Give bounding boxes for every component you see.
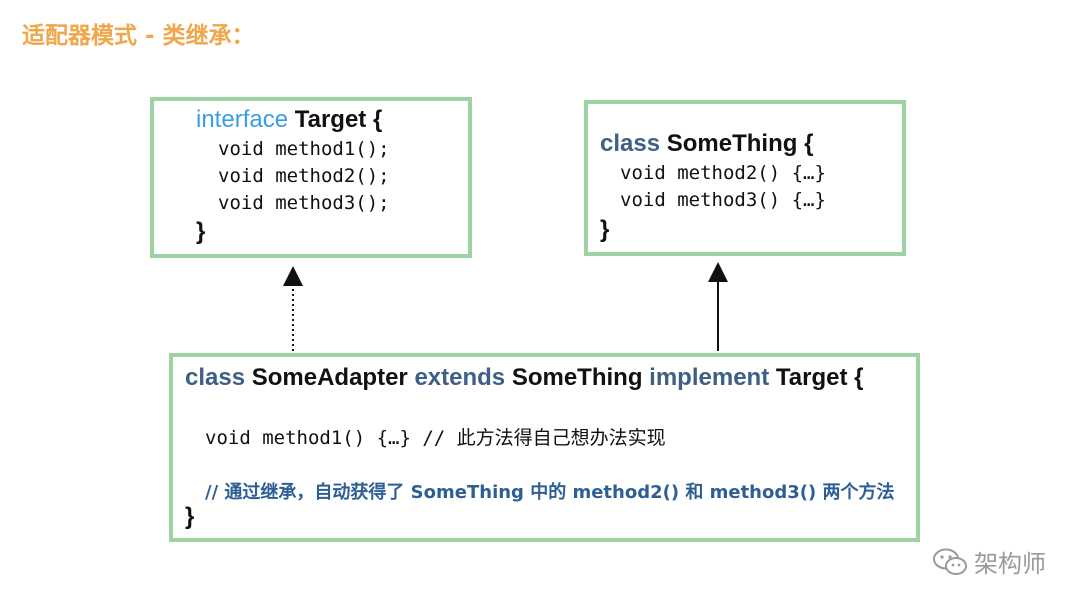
- adapter-method-1-code: void method1() {…} //: [205, 427, 457, 449]
- adapter-class-box: class SomeAdapter extends SomeThing impl…: [169, 353, 920, 542]
- adapter-declaration: class SomeAdapter extends SomeThing impl…: [185, 364, 863, 392]
- interface-keyword: interface: [196, 106, 289, 133]
- adapter-interface: Target {: [775, 364, 864, 391]
- target-method-1: void method1();: [218, 138, 390, 160]
- adapter-method-1-comment: 此方法得自己想办法实现: [456, 427, 666, 449]
- inherit-comment: // 通过继承，自动获得了 SomeThing 中的 method2() 和 m…: [205, 482, 895, 503]
- something-method-2: void method2() {…}: [620, 162, 826, 184]
- target-interface-box: interface Target { void method1(); void …: [150, 97, 472, 258]
- something-close-brace: }: [600, 216, 610, 243]
- adapter-name: SomeAdapter: [251, 364, 408, 391]
- target-close-brace: }: [196, 218, 206, 245]
- something-declaration: class SomeThing {: [600, 130, 813, 158]
- watermark: 架构师: [932, 544, 1046, 579]
- target-declaration: interface Target {: [196, 106, 382, 134]
- class-keyword: class: [600, 130, 661, 157]
- watermark-text: 架构师: [974, 550, 1046, 578]
- adapter-close-brace: }: [185, 503, 195, 530]
- extends-keyword: extends: [414, 364, 506, 391]
- implement-keyword: implement: [649, 364, 770, 391]
- wechat-icon: [933, 548, 967, 575]
- target-name: Target {: [294, 106, 383, 133]
- target-method-3: void method3();: [218, 192, 390, 214]
- adapter-method-1: void method1() {…} // 此方法得自己想办法实现: [205, 423, 666, 450]
- something-method-3: void method3() {…}: [620, 189, 826, 211]
- something-name: SomeThing {: [666, 130, 814, 157]
- target-method-2: void method2();: [218, 165, 390, 187]
- adapter-parent: SomeThing: [511, 364, 643, 391]
- page-title: 适配器模式 - 类继承：: [22, 23, 255, 49]
- something-class-box: class SomeThing { void method2() {…} voi…: [584, 100, 906, 256]
- adapter-class-keyword: class: [185, 364, 246, 391]
